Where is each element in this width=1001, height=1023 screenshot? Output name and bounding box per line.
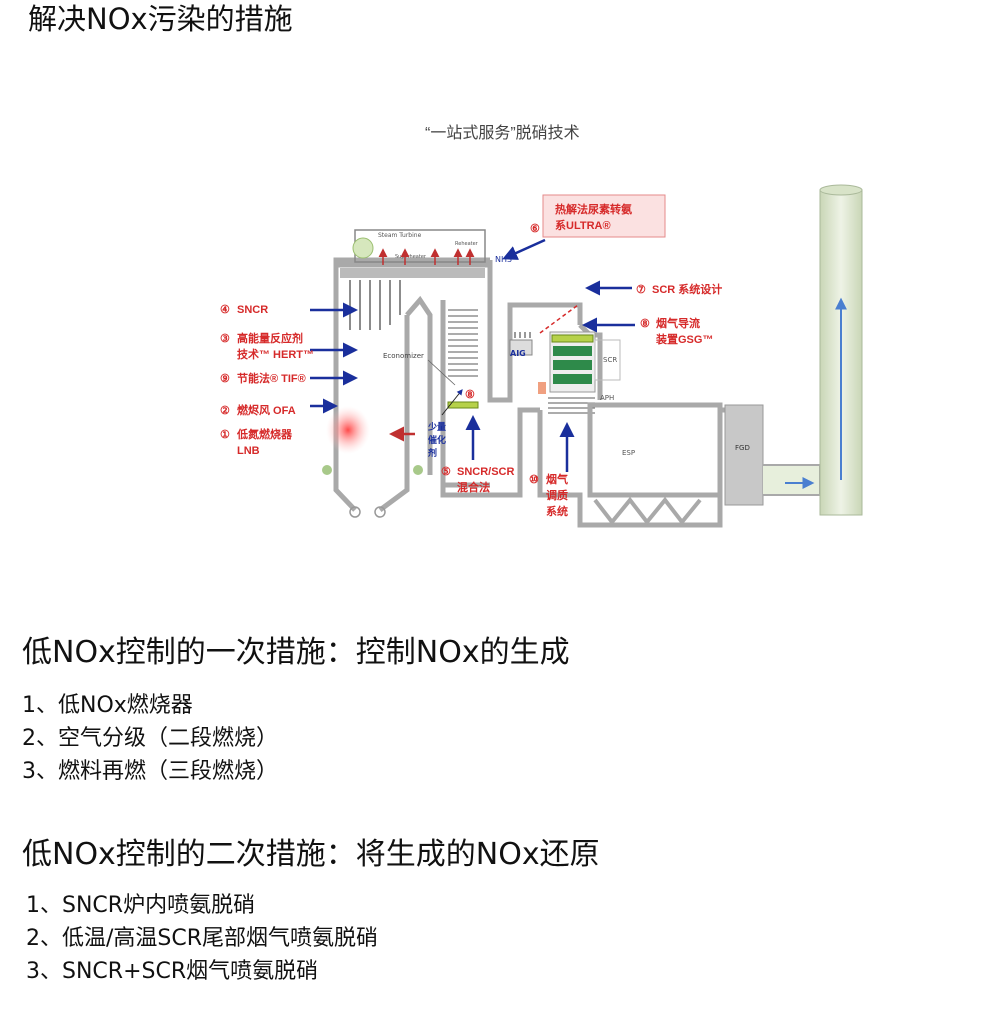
fgd-duct [763, 464, 821, 496]
callout-6-line2: 系ULTRA® [555, 218, 611, 232]
callout-3-line1: 高能量反应剂 [237, 331, 303, 345]
chimney-top [819, 184, 863, 196]
section2-item-2: 2、低温/高温SCR尾部烟气喷氨脱硝 [26, 926, 379, 951]
catalyst-leader-arrow [441, 389, 463, 416]
callout-2-line1: 燃烬风 OFA [236, 403, 296, 417]
diagram-title: “一站式服务”脱硝技术 [425, 124, 580, 142]
fgd-label: FGD [735, 444, 750, 452]
callout-4-line1: SNCR [237, 304, 268, 316]
callout-6-box [542, 194, 666, 238]
callout-10-line3: 系统 [546, 504, 568, 518]
aig-box [509, 339, 533, 356]
callout-10-line1: 烟气 [546, 472, 568, 486]
callout-10-num: ⑩ [529, 474, 539, 486]
catalyst-layer-small [447, 401, 479, 409]
red-riser-arrows [378, 248, 475, 265]
callout-6-num: ⑥ [530, 223, 540, 235]
economizer-tubes [448, 309, 478, 377]
callout-labels: ⑥ 热解法尿素转氨 系ULTRA® ⑦ SCR 系统设计 ⑧ 烟气导流 装置GS… [220, 202, 722, 518]
scr-inlet-link [538, 382, 546, 394]
page-title: 解决NOx污染的措施 [28, 2, 293, 36]
flue-duct [440, 260, 760, 528]
callout-4-num: ④ [220, 304, 230, 316]
callout-6-line1: 热解法尿素转氨 [555, 202, 632, 216]
fgd-tower [724, 404, 764, 506]
callout-arrows [310, 238, 635, 472]
callout-7-num: ⑦ [636, 284, 646, 296]
esp-hoppers [593, 496, 702, 526]
callout-3-num: ③ [220, 333, 230, 345]
esp-body [587, 402, 723, 498]
scr-denitrification-diagram: “一站式服务”脱硝技术 Steam Turbine Superheater Re… [220, 124, 863, 528]
esp-label: ESP [622, 449, 635, 457]
burner-dot-2 [413, 465, 423, 475]
scr-side-box [594, 339, 621, 381]
callout-1-num: ① [220, 429, 230, 441]
section1-item-1: 1、低NOx燃烧器 [22, 693, 193, 718]
callout-1-line2: LNB [237, 445, 260, 457]
svg-text:催化: 催化 [428, 434, 446, 445]
callout-7-line1: SCR 系统设计 [652, 282, 722, 296]
superheater-bank [340, 268, 485, 278]
callout-8-line1: 烟气导流 [656, 316, 700, 330]
section1-item-3: 3、燃料再燃（三段燃烧） [22, 759, 278, 784]
scr-dashed-guide [539, 304, 579, 334]
callout-5-num: ⑤ [441, 466, 451, 478]
reheater-label: Reheater [455, 241, 479, 247]
scr-catalyst-layers [553, 346, 592, 384]
superheater-label: Superheater [395, 254, 427, 260]
economizer-label: Economizer [383, 352, 424, 360]
section1-item-2: 2、空气分级（二段燃烧） [22, 726, 278, 751]
burner-dot-1 [322, 465, 332, 475]
callout-9-num: ⑨ [220, 373, 230, 385]
callout-3-line2: 技术™ HERT™ [237, 347, 314, 361]
aig-label: AIG [510, 349, 526, 358]
callout-8-num: ⑧ [640, 318, 650, 330]
callout-8-line2: 装置GSG™ [655, 332, 713, 346]
boiler-hopper-swirls [349, 506, 386, 518]
section2-item-3: 3、SNCR+SCR烟气喷氨脱硝 [26, 959, 319, 984]
callout-10-line2: 调质 [546, 488, 568, 502]
steam-turbine-label: Steam Turbine [378, 232, 422, 239]
callout-2-num: ② [220, 405, 230, 417]
section1-heading: 低NOx控制的一次措施：控制NOx的生成 [22, 635, 570, 670]
scr-box-label: SCR [603, 356, 617, 364]
scr-catalyst-top [551, 334, 594, 343]
catalyst-label: 少量 催化 剂 [427, 421, 446, 458]
flame [326, 406, 370, 454]
section2-item-1: 1、SNCR炉内喷氨脱硝 [26, 893, 256, 918]
aph-tubes [548, 397, 595, 414]
steam-drum [352, 237, 374, 259]
svg-text:剂: 剂 [427, 447, 437, 458]
economizer-leader [427, 359, 456, 386]
superheater-tubes [349, 280, 401, 330]
section2-heading: 低NOx控制的二次措施：将生成的NOx还原 [22, 837, 600, 872]
callout-5-line1: SNCR/SCR [457, 466, 515, 478]
marker-8-on-economizer: ⑧ [465, 389, 475, 401]
callout-9-line1: 节能法® TIF® [237, 371, 306, 385]
aph-label: APH [600, 394, 614, 402]
svg-text:少量: 少量 [427, 421, 446, 432]
callout-5-line2: 混合法 [457, 480, 490, 494]
callout-1-line1: 低氮燃烧器 [236, 427, 293, 441]
aig-nozzles [514, 332, 531, 338]
